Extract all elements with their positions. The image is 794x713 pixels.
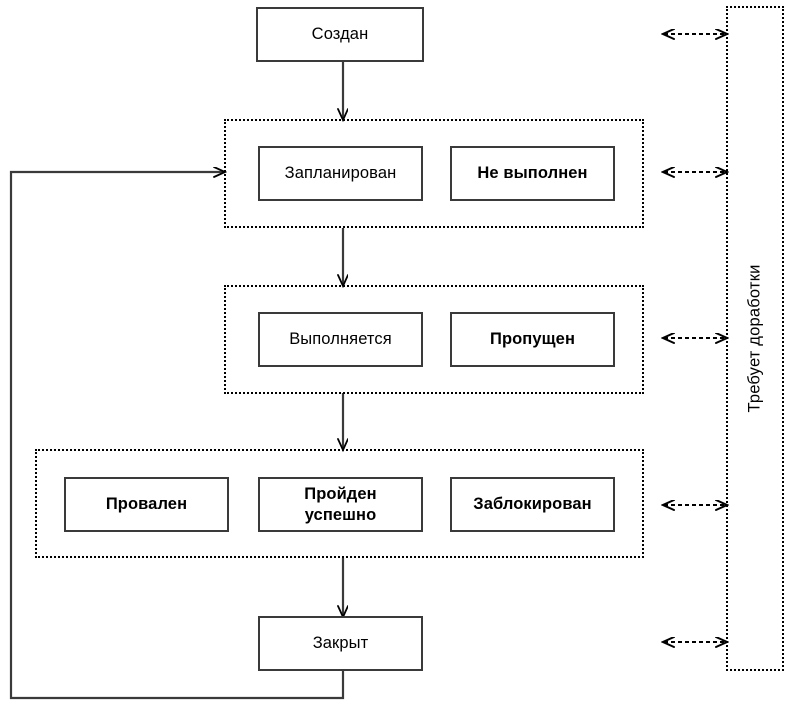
- state-label-planned: Запланирован: [284, 164, 397, 183]
- state-box-in-progress[interactable]: Выполняется: [258, 312, 423, 367]
- rework-panel[interactable]: Требует доработки: [726, 6, 784, 671]
- state-box-blocked[interactable]: Заблокирован: [450, 477, 615, 532]
- state-box-closed[interactable]: Закрыт: [258, 616, 423, 671]
- state-label-created: Создан: [311, 25, 369, 44]
- state-label-passed-line1: Пройден: [304, 485, 377, 504]
- state-label-failed: Провален: [105, 495, 188, 514]
- state-label-skipped: Пропущен: [489, 330, 576, 349]
- group-planned: [224, 119, 644, 228]
- state-box-skipped[interactable]: Пропущен: [450, 312, 615, 367]
- rework-panel-label: Требует доработки: [745, 264, 764, 413]
- state-label-not-executed: Не выполнен: [477, 164, 588, 183]
- group-in-progress: [224, 285, 644, 394]
- state-box-passed[interactable]: Пройден успешно: [258, 477, 423, 532]
- state-label-blocked: Заблокирован: [473, 495, 592, 514]
- group-results: [35, 449, 644, 558]
- state-label-passed-line2: успешно: [304, 505, 377, 524]
- state-label-in-progress: Выполняется: [289, 330, 392, 349]
- state-box-failed[interactable]: Провален: [64, 477, 229, 532]
- state-box-not-executed[interactable]: Не выполнен: [450, 146, 615, 201]
- state-box-created[interactable]: Создан: [256, 7, 424, 62]
- state-label-closed: Закрыт: [312, 634, 369, 653]
- state-box-planned[interactable]: Запланирован: [258, 146, 423, 201]
